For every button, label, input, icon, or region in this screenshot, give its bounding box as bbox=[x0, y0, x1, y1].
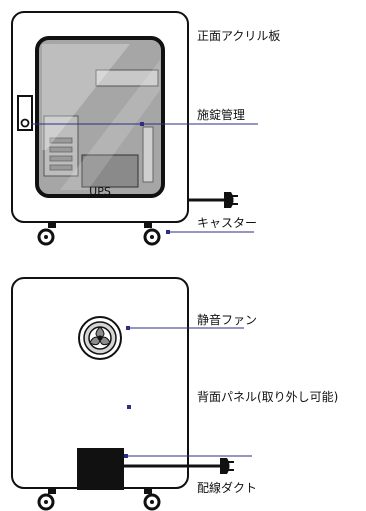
leader-dot-duct bbox=[124, 454, 128, 458]
label-acrylic: 正面アクリル板 bbox=[197, 29, 280, 43]
wiring-duct bbox=[77, 448, 124, 490]
interior-right-pillar bbox=[142, 126, 154, 183]
label-fan: 静音ファン bbox=[197, 312, 257, 327]
leader-dot-lock bbox=[140, 122, 144, 126]
interior-top-shelf bbox=[95, 69, 159, 87]
fan-icon bbox=[78, 316, 122, 360]
label-caster: キャスター bbox=[197, 216, 257, 230]
power-plug-icon bbox=[224, 192, 238, 208]
label-duct: 配線ダクト bbox=[197, 480, 257, 495]
lock-keyhole-icon bbox=[20, 118, 30, 128]
acrylic-reflection-2 bbox=[60, 60, 160, 190]
back-view: 静音ファン 背面パネル(取り外し可能) 配線ダクト bbox=[11, 277, 338, 511]
leader-dot-panel bbox=[127, 405, 131, 409]
caster-wheel-icon bbox=[37, 488, 161, 511]
ups-caption: UPS bbox=[89, 185, 111, 198]
label-lock: 施錠管理 bbox=[197, 107, 245, 122]
leader-dot-caster bbox=[166, 230, 170, 234]
interior-unit-slots bbox=[49, 137, 73, 171]
front-view: UPS 正面アクリル板 施錠管理 キャスター bbox=[11, 11, 280, 246]
power-plug-icon bbox=[220, 458, 234, 474]
leader-dot-fan bbox=[126, 326, 130, 330]
ups-unit bbox=[81, 154, 139, 188]
label-panel: 背面パネル(取り外し可能) bbox=[197, 390, 338, 404]
caster-wheel-icon bbox=[37, 222, 161, 246]
